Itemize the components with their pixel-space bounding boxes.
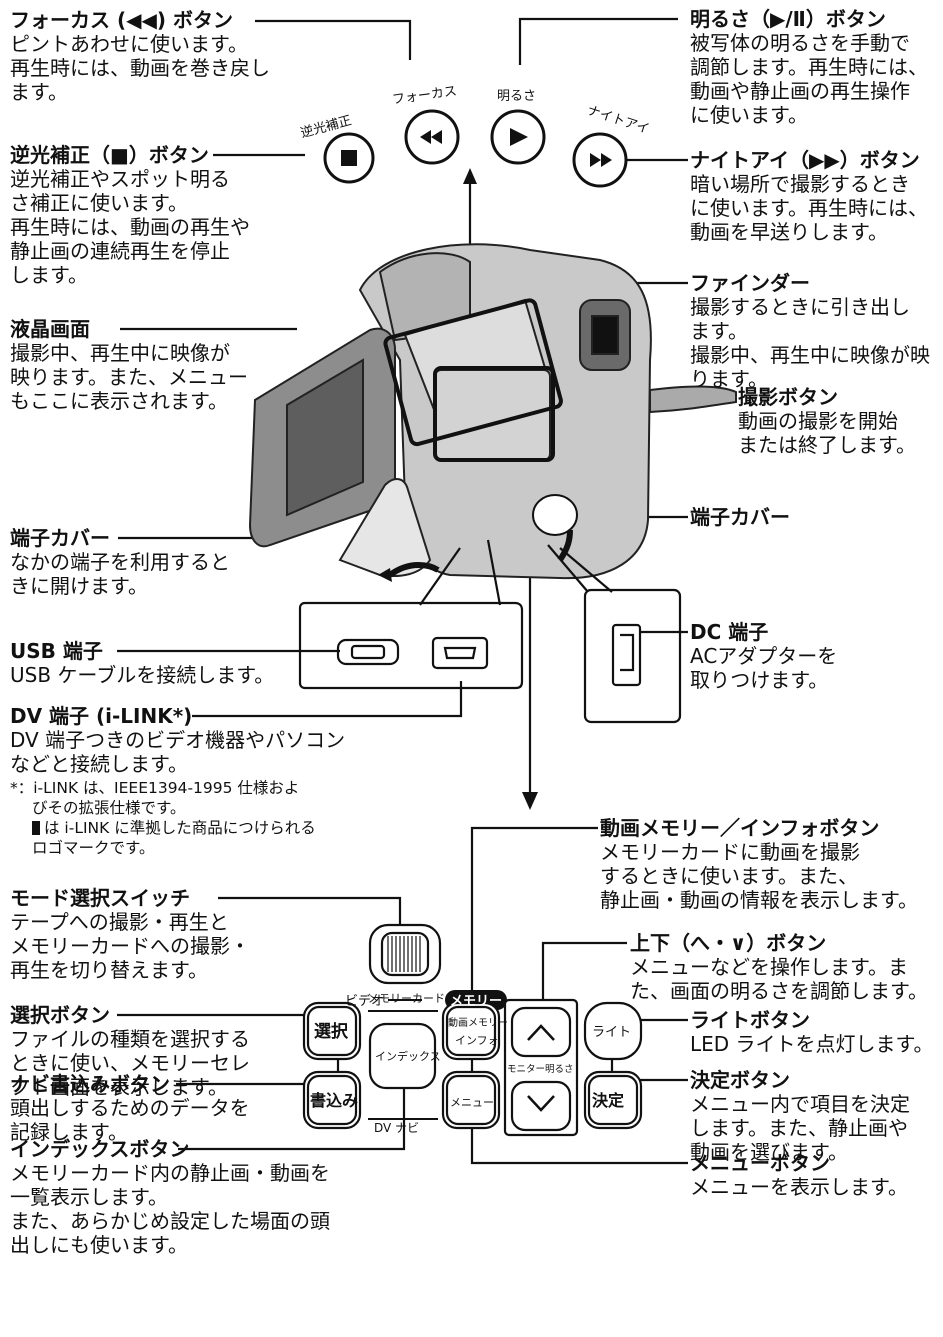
callout-movie-memory: 動画メモリー／インフォボタン メモリーカードに動画を撮影するときに使います。また… xyxy=(600,816,918,912)
dc-port-icon xyxy=(611,623,642,687)
callout-set: 決定ボタン メニュー内で項目を決定します。また、静止画や動画を選びます。 xyxy=(690,1068,910,1164)
callout-rec: 撮影ボタン 動画の撮影を開始または終了します。 xyxy=(738,385,916,457)
callout-night: ナイトアイ（▶▶）ボタン 暗い場所で撮影するときに使います。再生時には、動画を早… xyxy=(690,148,928,244)
callout-finder: ファインダー 撮影するときに引き出します。撮影中、再生中に映像が映ります。 xyxy=(690,271,930,391)
panel-light-label: ライト xyxy=(592,1025,631,1040)
leader-movie-mem xyxy=(470,826,598,1003)
panel-index-outline xyxy=(368,1022,437,1090)
callout-dc: DC 端子 ACアダプターを取りつけます。 xyxy=(690,620,838,692)
callout-terminal-cover-right: 端子カバー xyxy=(690,505,790,529)
leader-updown xyxy=(541,941,627,1000)
callout-brightness: 明るさ（▶/Ⅱ）ボタン 被写体の明るさを手動で調節します。再生時には、動画や静止… xyxy=(690,7,928,127)
callout-select: 選択ボタン ファイルの種類を選択するときに使い、メモリーセレクト画面を表示します… xyxy=(10,1003,250,1099)
leader-index xyxy=(178,1060,406,1151)
callout-focus: フォーカス (◀◀) ボタン ピントあわせに使います。再生時には、動画を巻き戻し… xyxy=(10,8,270,104)
dv-port-icon xyxy=(431,636,489,670)
panel-write-label: 書込み xyxy=(310,1091,358,1110)
callout-navi-write: ナビ書込みボタン 頭出しするためのデータを記録します。 xyxy=(10,1072,250,1144)
panel-menu-label: メニュー xyxy=(450,1096,494,1109)
panel-movie-mem-label-1: 動画メモリー xyxy=(448,1016,508,1029)
panel-select-label: 選択 xyxy=(314,1021,349,1042)
callout-dv: DV 端子 (i-LINK*) DV 端子つきのビデオ機器やパソコンなどと接続し… xyxy=(10,704,346,776)
mode-label-memory: メモリー xyxy=(450,994,502,1009)
top-label-focus: フォーカス xyxy=(391,84,457,108)
panel-dv-navi-label: DV ナビ xyxy=(374,1121,419,1135)
callout-index: インデックスボタン メモリーカード内の静止画・動画を一覧表示します。また、あらか… xyxy=(10,1137,330,1257)
callout-title: フォーカス (◀◀) ボタン xyxy=(10,8,233,32)
callout-lcd: 液晶画面 撮影中、再生中に映像が映ります。また、メニューもここに表示されます。 xyxy=(10,317,248,413)
leader-mode xyxy=(218,896,402,925)
callout-light: ライトボタン LED ライトを点灯します。 xyxy=(690,1008,934,1056)
usb-port-icon xyxy=(336,638,400,666)
panel-set-label: 決定 xyxy=(592,1091,624,1110)
panel-monitor-label: モニター明るさ xyxy=(507,1064,574,1075)
panel-light-outline xyxy=(583,1001,643,1061)
top-label-night: ナイトアイ xyxy=(585,103,651,137)
callout-terminal-cover-left: 端子カバー なかの端子を利用するときに開けます。 xyxy=(10,526,230,598)
callout-usb: USB 端子 USB ケーブルを接続します。 xyxy=(10,639,275,687)
ilink-logo-icon xyxy=(32,821,40,835)
callout-updown: 上下（へ・∨）ボタン メニューなどを操作します。また、画面の明るさを調節します。 xyxy=(630,931,928,1003)
callout-dv-note: *：i-LINK は、IEEE1394-1995 仕様およ びその拡張仕様です。… xyxy=(10,779,316,857)
top-label-brightness: 明るさ xyxy=(497,89,536,104)
callout-backlight: 逆光補正（■）ボタン 逆光補正やスポット明るさ補正に使います。再生時には、動画の… xyxy=(10,143,250,287)
leader-brightness xyxy=(518,17,678,65)
panel-movie-mem-label-2: インフォ xyxy=(455,1034,499,1047)
leader-focus xyxy=(255,19,412,60)
panel-memory-card-label: メモリーカード xyxy=(368,992,445,1005)
callout-menu: メニューボタン メニューを表示します。 xyxy=(690,1151,908,1199)
mode-label-video: ビデオ xyxy=(345,993,384,1009)
leader-dv xyxy=(192,681,463,718)
panel-index-label: インデックス xyxy=(375,1049,441,1063)
callout-mode-switch: モード選択スイッチ テープへの撮影・再生とメモリーカードへの撮影・再生を切り替え… xyxy=(10,886,250,982)
